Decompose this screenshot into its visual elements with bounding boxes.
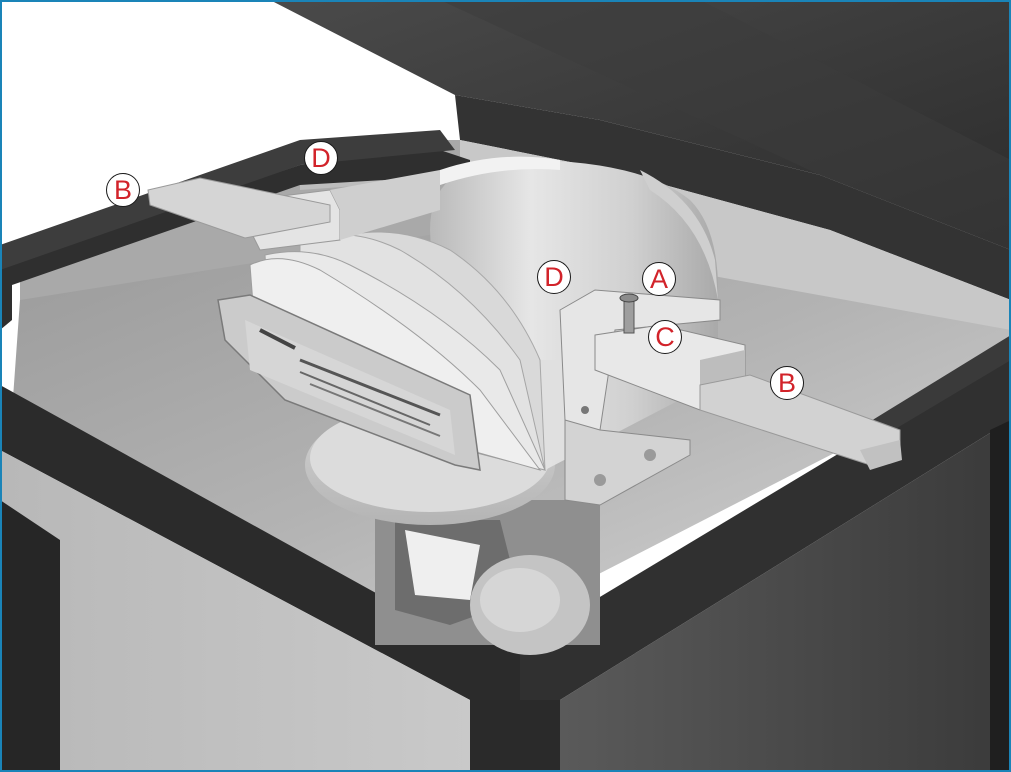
strap-left [147,177,331,239]
callout-label: A [649,264,668,294]
callout-label: B [777,368,796,398]
callout-d-middle: D [537,260,571,294]
label-plate [217,294,481,471]
callout-c: C [648,320,682,354]
callout-b-left: B [106,173,140,207]
thumb-screw [619,293,639,334]
callout-label: D [311,143,331,173]
callout-label: D [544,262,564,292]
callout-label: B [113,175,132,205]
box-left-side-panel [0,450,470,772]
callout-label: C [655,322,675,352]
box-corner-post [470,700,560,772]
lower-column [375,500,600,655]
callout-a: A [642,262,676,296]
box-right-side-panel [560,420,1011,772]
cover-hood [270,0,1011,300]
right-bracket [559,289,721,506]
callout-d-top: D [304,141,338,175]
callout-b-right: B [770,366,804,400]
